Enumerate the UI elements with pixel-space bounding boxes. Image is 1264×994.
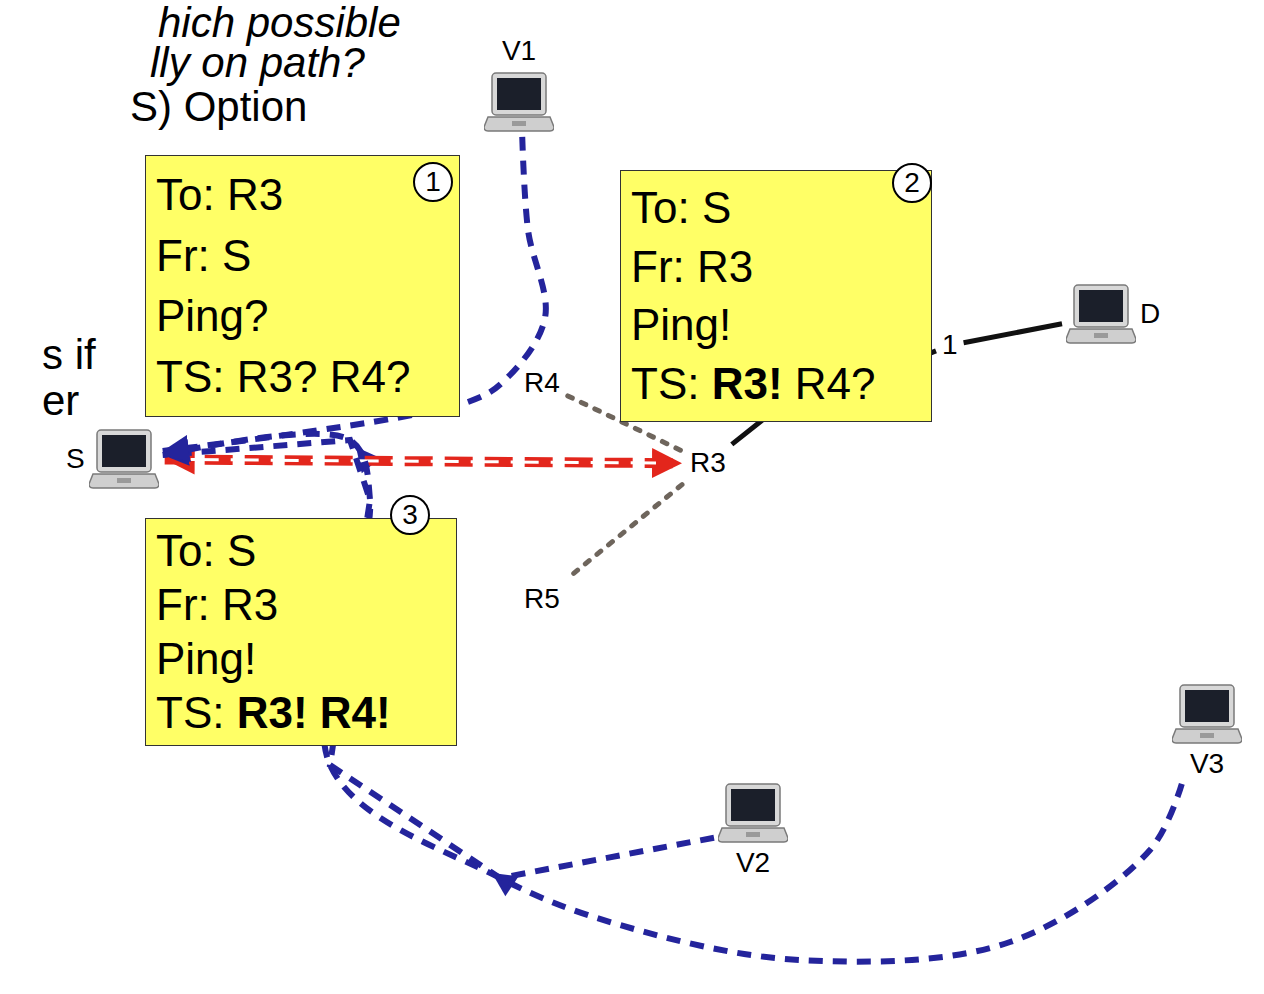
packet-note: To: SFr: R3Ping!TS: R3! R4! xyxy=(145,518,457,746)
router-label: R3 xyxy=(688,448,728,479)
node-name: R5 xyxy=(524,584,560,615)
connector-group xyxy=(964,324,1062,343)
laptop-icon xyxy=(89,428,159,490)
note-line: TS: R3? R4? xyxy=(156,351,410,403)
host-computer: V1 xyxy=(484,36,554,133)
router-label: R4 xyxy=(522,368,562,399)
note-line: To: R3 xyxy=(156,169,283,221)
note-line: Fr: R3 xyxy=(156,579,278,631)
laptop-base xyxy=(89,474,159,488)
laptop-base xyxy=(484,117,554,131)
slide-text: S) Option xyxy=(130,84,307,130)
laptop-pad xyxy=(512,121,526,126)
connector-group xyxy=(568,485,682,579)
node-name: R3 xyxy=(690,448,726,479)
slide-text: lly on path? xyxy=(150,40,365,86)
node-name: V2 xyxy=(736,848,770,879)
node-name: 1 xyxy=(942,330,958,361)
laptop-lid xyxy=(97,430,151,472)
laptop-lid xyxy=(1180,685,1234,727)
laptop-pad xyxy=(1200,733,1214,738)
node-name: D xyxy=(1140,299,1160,330)
note-line: To: S xyxy=(156,525,256,577)
connector-group xyxy=(165,459,682,463)
note-line: To: S xyxy=(631,182,731,234)
black-connector xyxy=(964,324,1062,343)
laptop-icon xyxy=(1066,283,1136,345)
laptop-pad xyxy=(117,478,131,483)
note-line: Ping? xyxy=(156,290,269,342)
grey-connector xyxy=(568,485,682,579)
slide-text: s if xyxy=(42,332,96,378)
node-name: S xyxy=(66,444,85,475)
laptop-pad xyxy=(746,832,760,837)
note-line: Fr: S xyxy=(156,230,251,282)
note-line: Ping! xyxy=(631,299,731,351)
packet-note: To: R3 Fr: S Ping? TS: R3? R4? xyxy=(145,155,460,417)
callout-number: 1 xyxy=(413,162,453,202)
laptop-icon xyxy=(1172,683,1242,745)
laptop-base xyxy=(718,828,788,842)
laptop-base xyxy=(1172,729,1242,743)
laptop-lid xyxy=(492,73,546,115)
laptop-base xyxy=(1066,329,1136,343)
packet-note: To: S Fr: R3 Ping! TS: R3! R4? xyxy=(620,170,932,422)
laptop-lid xyxy=(1074,285,1128,327)
router-label: R5 xyxy=(522,584,562,615)
slide-text: er xyxy=(42,378,79,424)
laptop-screen xyxy=(1185,690,1229,722)
laptop-pad xyxy=(1094,333,1108,338)
laptop-icon xyxy=(718,782,788,844)
double-line-core xyxy=(191,460,656,463)
note-line: TS: R3! R4! xyxy=(156,687,391,739)
laptop-screen xyxy=(1079,290,1123,322)
laptop-screen xyxy=(102,435,146,467)
laptop-screen xyxy=(731,789,775,821)
laptop-lid xyxy=(726,784,780,826)
callout-number: 3 xyxy=(390,495,430,535)
node-name: V3 xyxy=(1190,749,1224,780)
host-computer: S xyxy=(66,428,159,490)
note-line: Ping! xyxy=(156,633,256,685)
callout-number: 2 xyxy=(892,163,932,203)
host-computer: V3 xyxy=(1172,683,1242,780)
router-label: 1 xyxy=(940,330,960,361)
node-name: V1 xyxy=(502,36,536,67)
red-connector xyxy=(165,459,682,463)
host-computer: V2 xyxy=(718,782,788,879)
host-computer: D xyxy=(1066,283,1160,345)
note-line: TS: R3! R4? xyxy=(631,358,876,410)
node-name: R4 xyxy=(524,368,560,399)
laptop-icon xyxy=(484,71,554,133)
laptop-screen xyxy=(497,78,541,110)
note-line: Fr: R3 xyxy=(631,241,753,293)
